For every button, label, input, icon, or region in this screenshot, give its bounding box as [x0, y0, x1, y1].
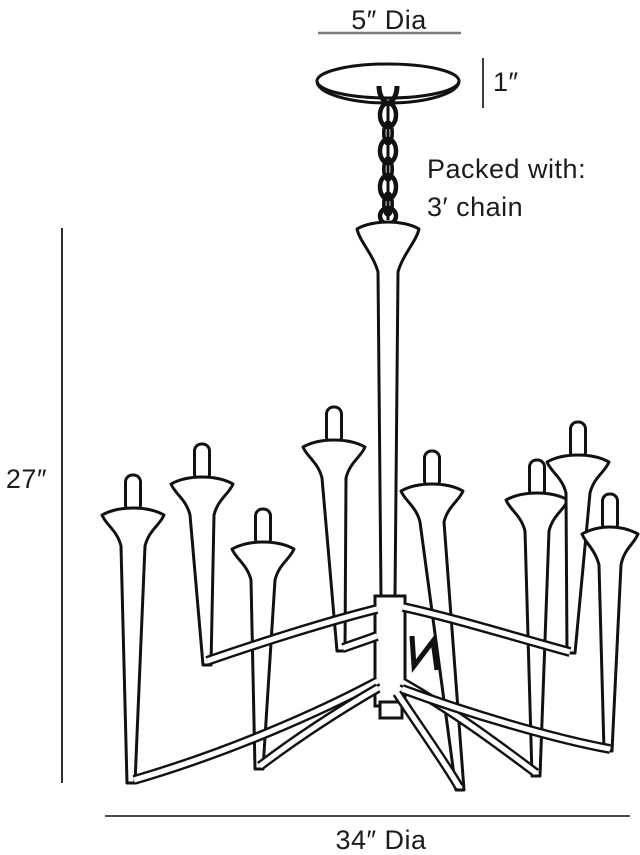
- packed-with-line1: Packed with:: [427, 154, 587, 184]
- packed-with-note: Packed with: 3′ chain: [427, 150, 586, 226]
- upper-arms: [205, 602, 572, 666]
- packed-with-line2: 3′ chain: [427, 192, 524, 222]
- lower-arms: [132, 676, 611, 790]
- canopy-height-label: 1″: [493, 67, 519, 97]
- canopy-diameter-label: 5″ Dia: [351, 5, 427, 35]
- center-hub: [373, 594, 407, 720]
- canopy: [315, 62, 461, 105]
- overall-diameter-label: 34″ Dia: [335, 825, 427, 855]
- overall-height-label: 27″: [5, 464, 47, 494]
- chain: [376, 85, 400, 227]
- hub-arm-junction-detail: [409, 634, 440, 673]
- center-stem: [355, 220, 421, 598]
